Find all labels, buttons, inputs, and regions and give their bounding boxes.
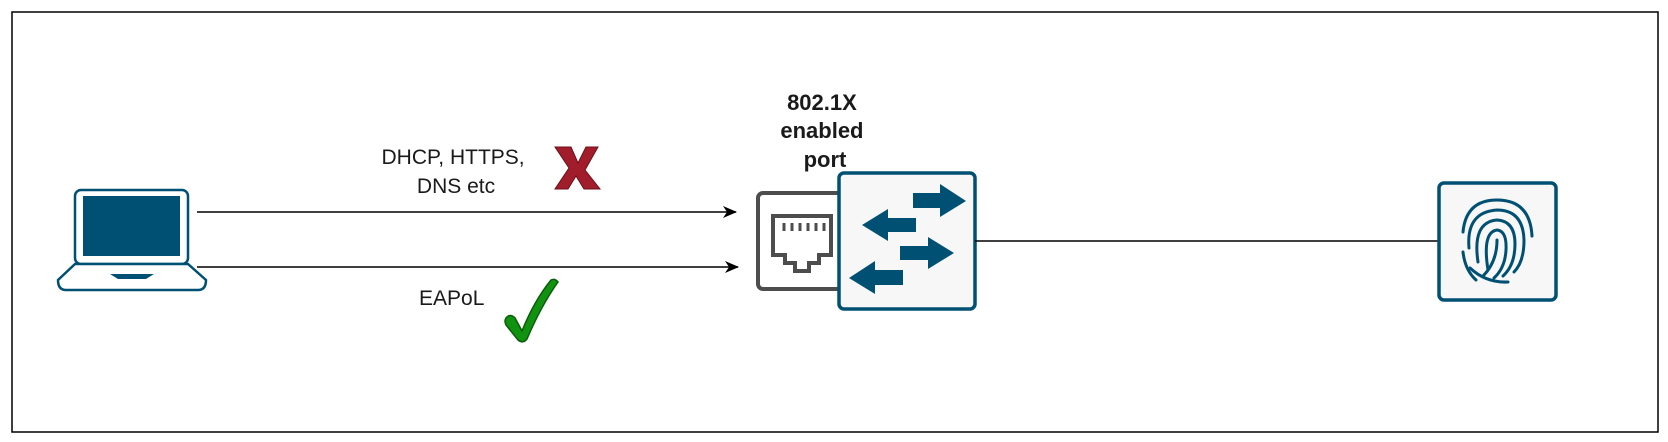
laptop-icon <box>56 188 208 292</box>
blocked-traffic-label-line-2: DNS etc <box>417 175 495 198</box>
port-title-line-2: enabled <box>780 118 863 143</box>
green-check-icon <box>504 278 559 343</box>
blocked-traffic-label: DHCP, HTTPS, DNS etc <box>382 146 531 198</box>
diagram-frame <box>11 11 1659 433</box>
red-x-icon <box>554 146 602 190</box>
switch-icon <box>837 171 977 311</box>
ethernet-port-icon <box>756 191 846 291</box>
port-title: 802.1X enabled port <box>780 90 869 172</box>
port-title-line-3: port <box>804 147 847 172</box>
port-title-line-1: 802.1X <box>787 90 857 115</box>
blocked-traffic-label-line-1: DHCP, HTTPS, <box>382 146 525 169</box>
fingerprint-icon <box>1437 181 1558 302</box>
eapol-label: EAPoL <box>419 287 484 310</box>
